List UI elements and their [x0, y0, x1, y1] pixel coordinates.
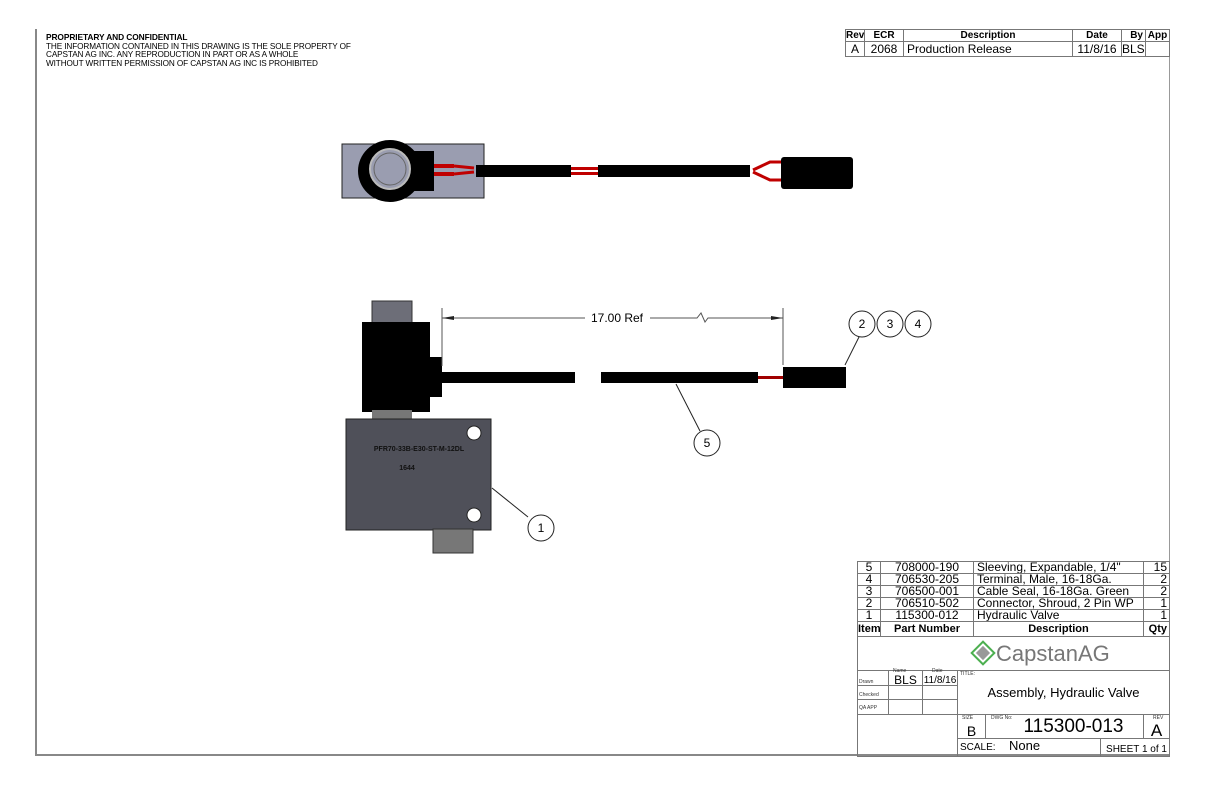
cable-sleeve [601, 372, 758, 383]
bom-header-part-number: Part Number [880, 621, 974, 637]
mounting-hole [466, 507, 482, 523]
company-logo: CapstanAG [996, 641, 1110, 666]
wire [434, 164, 454, 168]
cable-sleeve [598, 165, 750, 177]
bom-header-item: Item [857, 621, 881, 637]
notice-line: THE INFORMATION CONTAINED IN THIS DRAWIN… [46, 41, 351, 51]
cable-sleeve [476, 165, 571, 177]
title-label: TITLE: [960, 671, 976, 677]
nut-inner [373, 152, 407, 186]
scale-value: None [1009, 738, 1041, 753]
wire-split [752, 160, 786, 182]
connector-top [781, 157, 853, 189]
balloon-label: 4 [915, 317, 922, 331]
wire [434, 172, 454, 176]
rev-app [1145, 41, 1170, 57]
notice-heading: PROPRIETARY AND CONFIDENTIAL [46, 32, 188, 42]
wire-taper [453, 164, 475, 176]
drawn-label: Drawn [859, 679, 874, 685]
size-label: SIZE [962, 715, 974, 721]
mounting-hole [466, 425, 482, 441]
name-label: Name [893, 668, 907, 674]
wire [571, 172, 599, 175]
balloon-3 [876, 310, 904, 338]
balloon-label: 1 [538, 521, 545, 535]
drawing-frame [35, 29, 1170, 756]
balloon-1 [527, 514, 555, 542]
leaders [491, 334, 861, 518]
front-view: PFR70-33B-E30-ST-M-12DL 1644 17.00 Ref 1… [345, 300, 996, 666]
valve-body [345, 418, 492, 531]
balloon-4 [904, 310, 932, 338]
dwg-label: DWG No: [991, 715, 1013, 721]
wire [571, 167, 599, 170]
coil [362, 322, 430, 412]
drawing-title: Assembly, Hydraulic Valve [987, 685, 1140, 700]
qa-label: QA APP [859, 705, 878, 711]
valve-port [432, 528, 474, 554]
cable-sleeve [442, 372, 575, 383]
coil-connector [428, 357, 442, 397]
balloon-5 [693, 429, 721, 457]
valve-marking: PFR70-33B-E30-ST-M-12DL [374, 446, 465, 453]
bom-header-description: Description [973, 621, 1144, 637]
bom-header-qty: Qty [1143, 621, 1170, 637]
confidentiality-notice: PROPRIETARY AND CONFIDENTIAL THE INFORMA… [46, 33, 351, 68]
dimension-line [442, 312, 783, 323]
valve-marking: 1644 [399, 465, 415, 472]
balloon-label: 3 [887, 317, 894, 331]
date-label: Date [932, 668, 943, 674]
sheet-number: SHEET 1 of 1 [1100, 738, 1170, 757]
rev-label: REV [1153, 715, 1164, 721]
dimension-label: 17.00 Ref [591, 311, 644, 325]
scale-label: SCALE: [960, 742, 996, 753]
balloon-2 [848, 310, 876, 338]
connector [783, 367, 846, 388]
wire [758, 376, 784, 379]
top-view [341, 140, 853, 202]
notice-line: WITHOUT WRITTEN PERMISSION OF CAPSTAN AG… [46, 58, 318, 68]
balloon-label: 2 [859, 317, 866, 331]
balloon-label: 5 [704, 436, 711, 450]
capstan-logo-icon [970, 640, 996, 666]
checked-label: Checked [859, 692, 879, 698]
notice-line: CAPSTAN AG INC. ANY REPRODUCTION IN PART… [46, 50, 299, 60]
